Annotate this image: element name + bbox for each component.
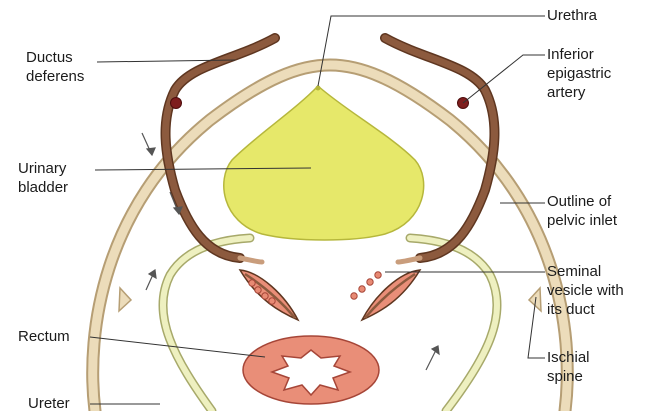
label-outline-pelvic-inlet: Outline of pelvic inlet	[547, 192, 617, 230]
seminal-vesicle-right	[351, 270, 420, 320]
label-rectum: Rectum	[18, 327, 70, 346]
urethra-opening	[316, 86, 321, 91]
label-urethra: Urethra	[547, 6, 597, 25]
ureter-left	[163, 238, 250, 411]
label-ductus-deferens: Ductus deferens	[26, 48, 84, 86]
inferior-epigastric-artery-left	[171, 98, 182, 109]
seminal-vesicle-left	[240, 270, 298, 320]
label-seminal-vesicle: Seminal vesicle with its duct	[547, 262, 624, 319]
label-ureter: Ureter	[28, 394, 70, 413]
label-ischial-spine: Ischial spine	[547, 348, 590, 386]
label-inferior-epigastric-artery: Inferior epigastric artery	[547, 45, 611, 102]
ischial-spine-left	[119, 288, 131, 311]
urinary-bladder	[224, 86, 424, 240]
ureter-right	[410, 238, 497, 411]
rectum	[243, 336, 379, 404]
label-urinary-bladder: Urinary bladder	[18, 159, 68, 197]
